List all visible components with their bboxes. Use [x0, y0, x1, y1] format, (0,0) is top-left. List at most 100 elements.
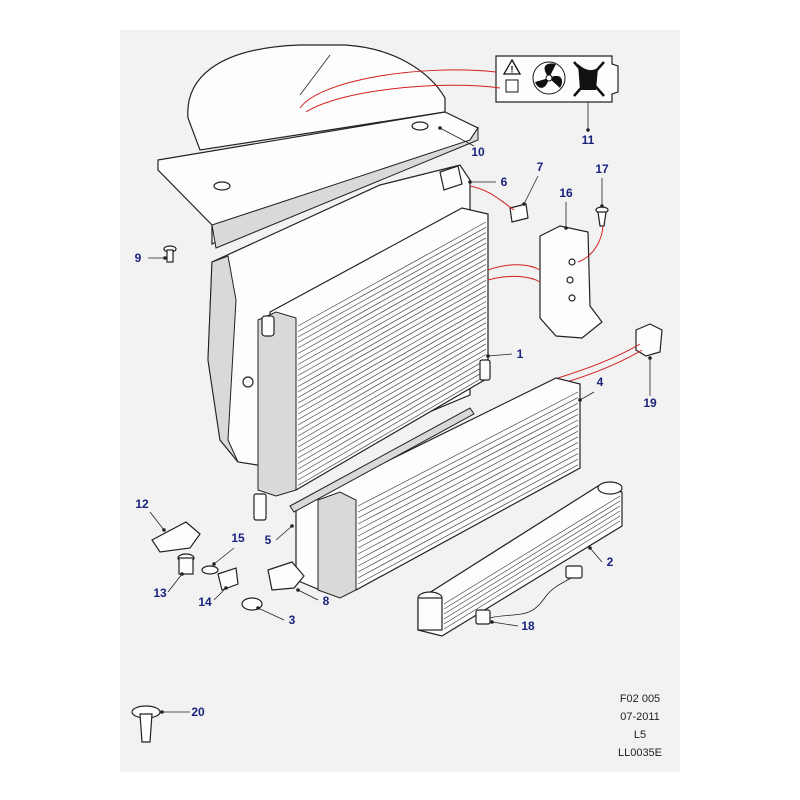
callout-9: 9	[135, 251, 167, 265]
callout-label-8: 8	[323, 594, 330, 608]
link-line-label-to-cowl	[299, 69, 497, 109]
part-16-bracket	[539, 225, 603, 339]
part-8-bracket	[267, 561, 305, 591]
callout-leader-2	[589, 547, 603, 563]
callout-label-12: 12	[135, 497, 149, 511]
callout-label-3: 3	[289, 613, 296, 627]
callout-dot-14	[224, 586, 228, 590]
callout-8: 8	[296, 588, 330, 608]
part-1-radiator	[253, 207, 491, 521]
link-line-radiator-to-16-b	[487, 275, 541, 283]
link-line-radiator-to-16	[487, 264, 541, 271]
callout-2: 2	[588, 546, 614, 569]
callout-label-11: 11	[582, 133, 595, 147]
part-5-seal-strip	[289, 407, 475, 513]
callout-leader-8	[297, 589, 319, 601]
callout-label-14: 14	[198, 595, 212, 609]
callout-label-13: 13	[153, 586, 167, 600]
callout-leader-10	[439, 127, 475, 147]
callout-label-9: 9	[135, 251, 142, 265]
part-12-bracket	[151, 521, 201, 553]
part-18-sensor	[475, 565, 583, 625]
callout-label-20: 20	[191, 705, 205, 719]
callout-6: 6	[468, 175, 508, 189]
callout-dot-2	[588, 546, 592, 550]
callout-12: 12	[135, 497, 166, 532]
callout-dot-15	[212, 562, 216, 566]
callout-15: 15	[212, 531, 245, 566]
callout-label-18: 18	[521, 619, 535, 633]
callout-leader-7	[523, 175, 539, 205]
callout-dot-20	[160, 710, 164, 714]
callout-label-2: 2	[607, 555, 614, 569]
part-17-push-clip	[595, 206, 609, 227]
callout-leader-4	[579, 391, 595, 401]
link-line-label-to-cowl-2	[305, 84, 501, 113]
callout-label-6: 6	[501, 175, 508, 189]
callout-dot-12	[162, 528, 166, 532]
callout-leader-3	[257, 607, 285, 621]
fan-icon	[532, 61, 566, 95]
callout-leader-14	[213, 587, 227, 601]
svg-text:!: !	[511, 65, 514, 75]
callout-5: 5	[265, 524, 294, 547]
callout-dot-18	[490, 620, 494, 624]
callout-label-1: 1	[517, 347, 524, 361]
callout-leader-5	[275, 525, 293, 541]
callout-3: 3	[256, 606, 296, 627]
callout-4: 4	[578, 375, 604, 402]
part-2-oil-cooler	[417, 481, 623, 637]
callout-dot-3	[256, 606, 260, 610]
part-15-washer	[201, 565, 219, 575]
callout-label-15: 15	[231, 531, 245, 545]
part-20-push-rivet	[131, 705, 161, 743]
callout-leader-1	[487, 353, 513, 357]
part-7-clip	[509, 203, 529, 223]
callout-14: 14	[198, 586, 228, 609]
callout-dot-9	[163, 256, 167, 260]
callout-label-17: 17	[595, 162, 609, 176]
callout-dot-6	[468, 180, 472, 184]
callout-label-4: 4	[597, 375, 604, 389]
callout-10: 10	[438, 126, 485, 159]
callout-dot-4	[578, 398, 582, 402]
callout-dot-7	[522, 202, 526, 206]
callout-7: 7	[522, 160, 544, 206]
callout-dot-8	[296, 588, 300, 592]
callout-dot-16	[564, 226, 568, 230]
callout-dot-13	[180, 572, 184, 576]
link-line-17-to-16	[577, 225, 604, 263]
drawing-code: LL0035E	[618, 747, 662, 759]
part-9-screw	[163, 245, 177, 263]
part-14-bolt	[217, 567, 239, 591]
callout-label-16: 16	[559, 186, 573, 200]
callout-leader-12	[149, 511, 165, 531]
callout-17: 17	[595, 162, 609, 208]
callout-20: 20	[160, 705, 205, 719]
link-line-6-to-7	[469, 185, 515, 211]
callout-leader-15	[213, 547, 235, 565]
part-6-bracket	[439, 165, 463, 191]
part-19-mount-clip	[635, 323, 663, 357]
callout-label-10: 10	[471, 145, 485, 159]
callout-dot-17	[600, 204, 604, 208]
callout-label-19: 19	[643, 396, 657, 410]
callout-dot-11	[586, 128, 590, 132]
callout-dot-5	[290, 524, 294, 528]
figure-number: F02 005	[620, 693, 660, 705]
callout-dot-1	[486, 354, 490, 358]
callout-11: 11	[582, 128, 595, 147]
no-hand-icon	[573, 61, 605, 97]
callout-18: 18	[490, 619, 535, 633]
callout-16: 16	[559, 186, 573, 230]
callout-dot-10	[438, 126, 442, 130]
link-line-19-to-4	[557, 343, 641, 379]
part-10-fan-cowl	[157, 44, 479, 249]
callout-19: 19	[643, 356, 657, 410]
part-4-condenser	[295, 377, 581, 599]
callout-1: 1	[486, 347, 524, 361]
callout-leader-18	[491, 621, 519, 627]
